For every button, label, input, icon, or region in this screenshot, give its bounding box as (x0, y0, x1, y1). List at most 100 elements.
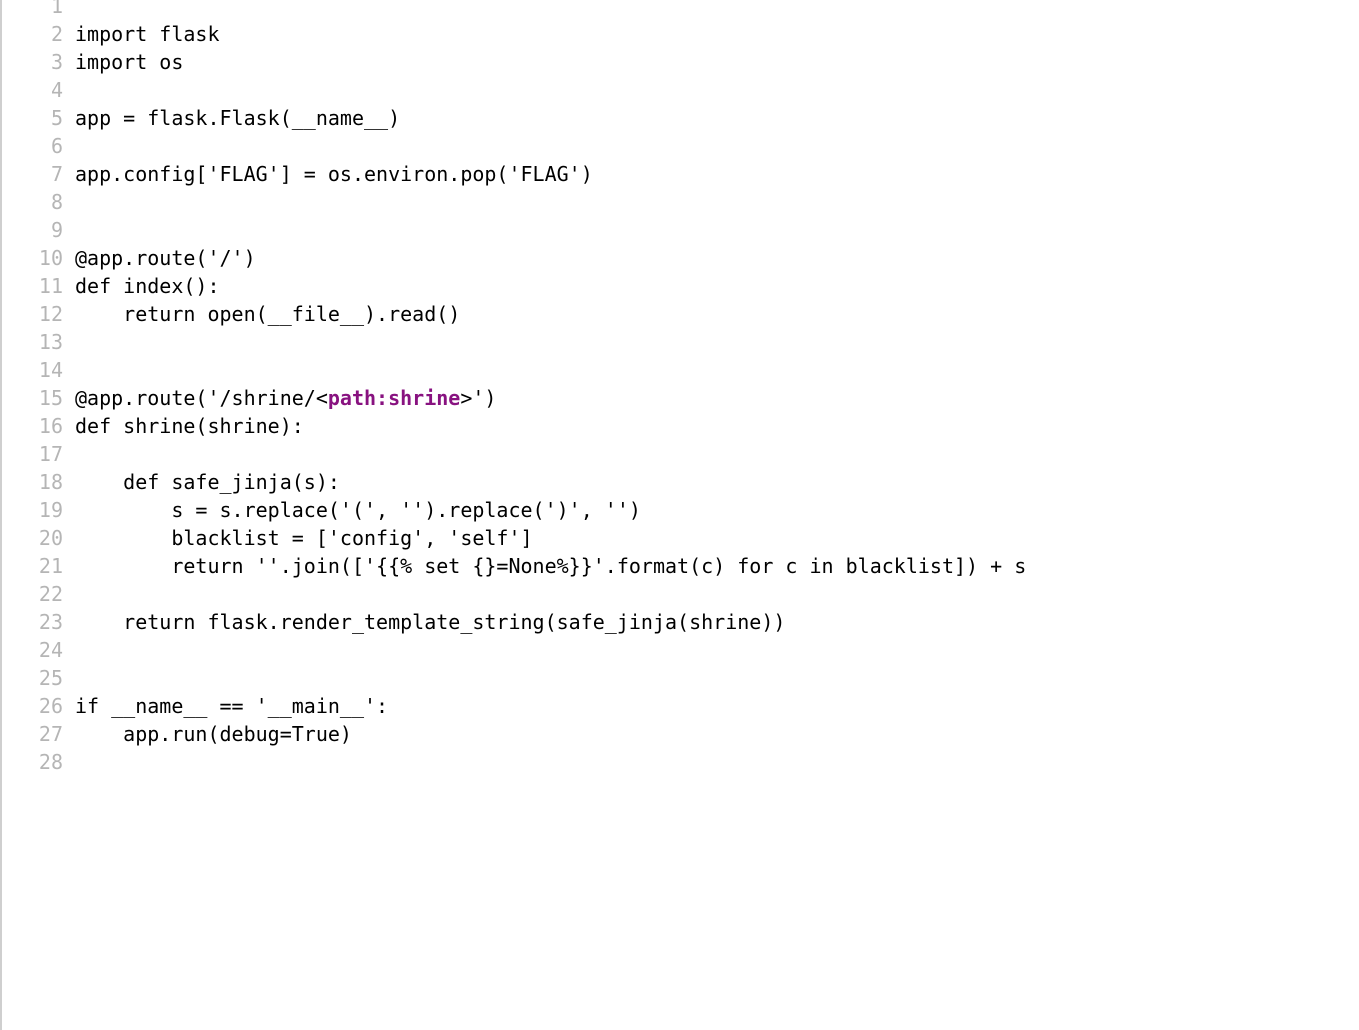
code-segment: app.config['FLAG'] = os.environ.pop('FLA… (75, 162, 593, 186)
line-number: 9 (50, 218, 63, 242)
code-text: app.run(debug=True) (63, 720, 352, 748)
code-line: 16 def shrine(shrine): (0, 412, 1026, 440)
line-number: 16 (38, 414, 63, 438)
code-segment: blacklist = ['config', 'self'] (75, 526, 533, 550)
code-line: 9 (0, 216, 1026, 244)
code-text (63, 132, 75, 160)
code-line: 14 (0, 356, 1026, 384)
code-text: def index(): (63, 272, 220, 300)
code-text: import flask (63, 20, 220, 48)
code-line: 1 (0, 0, 1026, 20)
code-line: 24 (0, 636, 1026, 664)
line-number: 19 (38, 498, 63, 522)
code-text (63, 0, 75, 20)
code-segment: return flask.render_template_string(safe… (75, 610, 786, 634)
code-line: 28 (0, 748, 1026, 776)
code-line: 10 @app.route('/') (0, 244, 1026, 272)
code-line: 12 return open(__file__).read() (0, 300, 1026, 328)
line-number: 10 (38, 246, 63, 270)
code-segment: s = s.replace('(', '').replace(')', '') (75, 498, 641, 522)
line-number: 13 (38, 330, 63, 354)
code-segment: if __name__ == '__main__': (75, 694, 389, 718)
code-line: 5 app = flask.Flask(__name__) (0, 104, 1026, 132)
code-line: 19 s = s.replace('(', '').replace(')', '… (0, 496, 1026, 524)
line-number: 22 (38, 582, 63, 606)
code-text: @app.route('/') (63, 244, 256, 272)
code-line: 6 (0, 132, 1026, 160)
line-number: 5 (50, 106, 63, 130)
code-line: 26 if __name__ == '__main__': (0, 692, 1026, 720)
line-number: 4 (50, 78, 63, 102)
code-text: app = flask.Flask(__name__) (63, 104, 400, 132)
line-number: 1 (50, 0, 63, 18)
code-segment: return ''.join(['{{% set {}=None%}}'.for… (75, 554, 1027, 578)
line-number: 24 (38, 638, 63, 662)
line-number: 12 (38, 302, 63, 326)
line-number: 21 (38, 554, 63, 578)
route-path-param: path:shrine (327, 386, 461, 410)
code-text (63, 636, 75, 664)
code-text: blacklist = ['config', 'self'] (63, 524, 533, 552)
code-text: return flask.render_template_string(safe… (63, 608, 785, 636)
code-segment: @app.route('/') (75, 246, 256, 270)
line-number: 20 (38, 526, 63, 550)
code-text: return ''.join(['{{% set {}=None%}}'.for… (63, 552, 1026, 580)
code-text (63, 356, 75, 384)
code-text (63, 748, 75, 776)
code-text: import os (63, 48, 183, 76)
code-text (63, 440, 75, 468)
code-line: 15@app.route('/shrine/<path:shrine>') (0, 384, 1026, 412)
code-line: 8 (0, 188, 1026, 216)
line-number: 6 (50, 134, 63, 158)
code-segment: import flask (75, 22, 220, 46)
code-line: 27 app.run(debug=True) (0, 720, 1026, 748)
code-line: 18 def safe_jinja(s): (0, 468, 1026, 496)
code-segment: def index(): (75, 274, 220, 298)
code-text: s = s.replace('(', '').replace(')', '') (63, 496, 641, 524)
code-line: 22 (0, 580, 1026, 608)
code-segment: app = flask.Flask(__name__) (75, 106, 401, 130)
code-text: def shrine(shrine): (63, 412, 304, 440)
code-line: 13 (0, 328, 1026, 356)
code-text: @app.route('/shrine/<path:shrine>') (63, 384, 496, 412)
code-line: 23 return flask.render_template_string(s… (0, 608, 1026, 636)
line-number: 7 (50, 162, 63, 186)
code-line: 4 (0, 76, 1026, 104)
code-segment: def shrine(shrine): (75, 414, 304, 438)
line-number: 17 (38, 442, 63, 466)
code-text (63, 216, 75, 244)
code-segment: >') (460, 386, 497, 410)
line-number: 28 (38, 750, 63, 774)
line-number: 14 (38, 358, 63, 382)
code-text (63, 188, 75, 216)
code-text (63, 664, 75, 692)
code-segment: @app.route('/shrine/< (75, 386, 328, 410)
line-number: 3 (50, 50, 63, 74)
code-text (63, 580, 75, 608)
code-line: 17 (0, 440, 1026, 468)
code-line: 25 (0, 664, 1026, 692)
code-line: 7 app.config['FLAG'] = os.environ.pop('FL… (0, 160, 1026, 188)
code-segment: import os (75, 50, 184, 74)
code-text: return open(__file__).read() (63, 300, 460, 328)
code-line: 11 def index(): (0, 272, 1026, 300)
code-text: def safe_jinja(s): (63, 468, 340, 496)
code-line: 21 return ''.join(['{{% set {}=None%}}'.… (0, 552, 1026, 580)
code-text (63, 328, 75, 356)
line-number: 26 (38, 694, 63, 718)
code-segment: app.run(debug=True) (75, 722, 352, 746)
line-number: 15 (38, 386, 63, 410)
line-number: 11 (38, 274, 63, 298)
code-segment: return open(__file__).read() (75, 302, 461, 326)
code-text: app.config['FLAG'] = os.environ.pop('FLA… (63, 160, 593, 188)
line-number: 18 (38, 470, 63, 494)
line-number: 8 (50, 190, 63, 214)
line-number: 23 (38, 610, 63, 634)
code-line: 20 blacklist = ['config', 'self'] (0, 524, 1026, 552)
line-number: 25 (38, 666, 63, 690)
code-segment: def safe_jinja(s): (75, 470, 340, 494)
line-number: 27 (38, 722, 63, 746)
